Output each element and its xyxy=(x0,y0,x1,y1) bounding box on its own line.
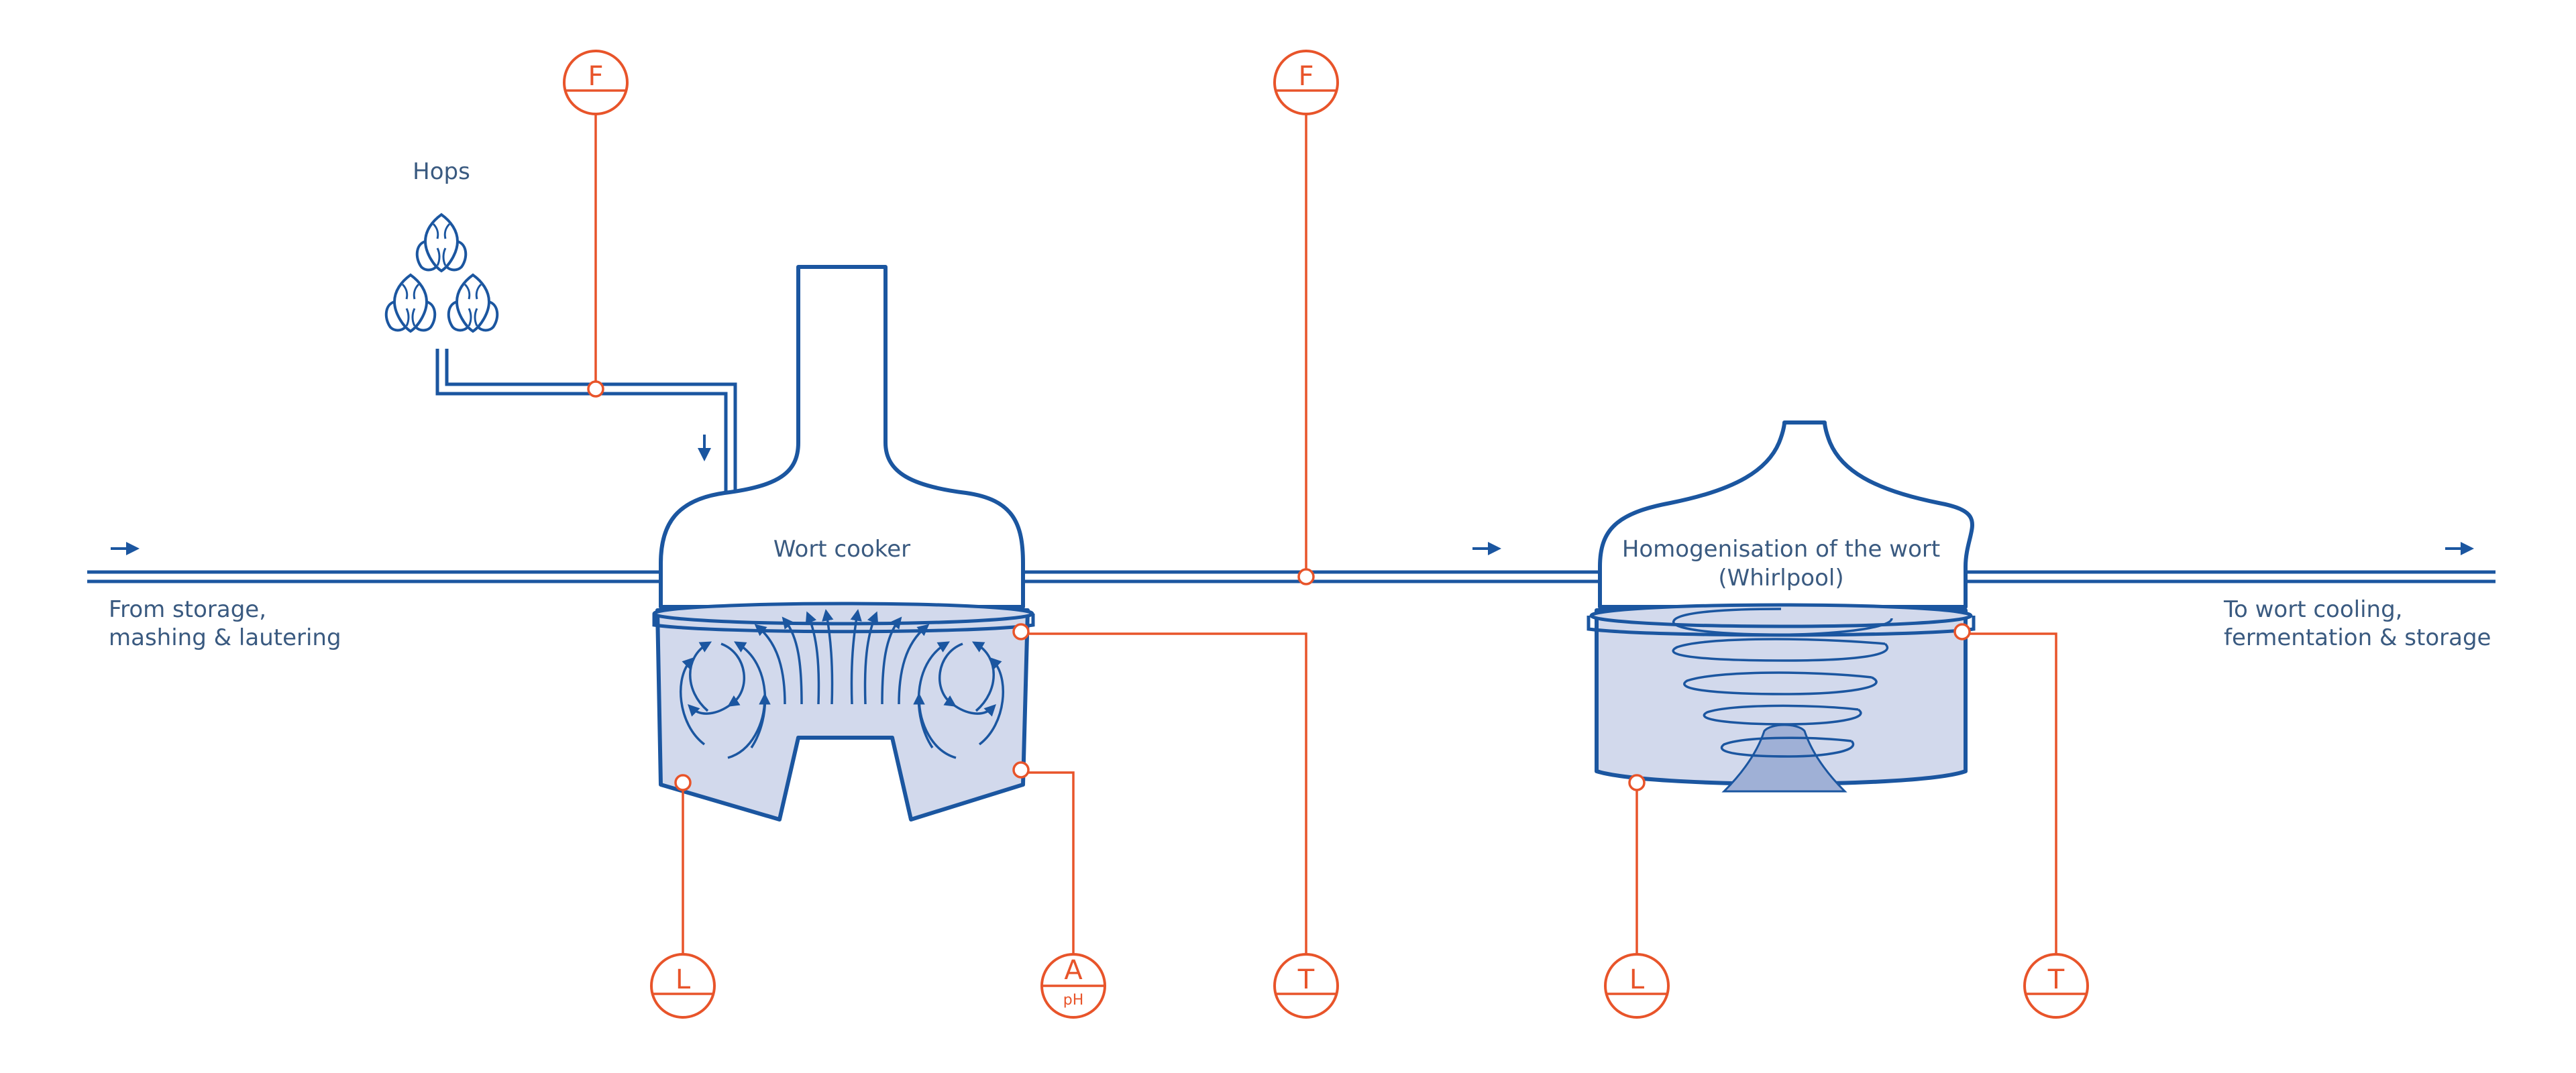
cooker-analysis-tap-point xyxy=(1012,761,1030,779)
instrument-letter: L xyxy=(676,964,691,995)
whirlpool-temperature-tap-point xyxy=(1953,623,1971,640)
instrument-analysis-cooker[interactable]: A pH xyxy=(1040,953,1106,1019)
outlet-label-line2: fermentation & storage xyxy=(2224,624,2491,651)
instrument-subscript: pH xyxy=(1063,992,1084,1009)
hops-label: Hops xyxy=(413,158,470,185)
instrument-flow-transfer[interactable]: F xyxy=(1273,50,1339,115)
hop-cone-icon xyxy=(415,213,468,273)
hop-flow-tap-point xyxy=(587,380,604,398)
wort-cooker-label: Wort cooker xyxy=(773,536,910,563)
inlet-label-line2: mashing & lautering xyxy=(109,624,341,651)
instrument-level-cooker[interactable]: L xyxy=(650,953,716,1019)
instrument-letter: F xyxy=(1298,61,1313,92)
inlet-label-line1: From storage, xyxy=(109,596,266,623)
instrument-level-whirlpool[interactable]: L xyxy=(1604,953,1670,1019)
hop-feed-pipe xyxy=(435,349,737,510)
instrument-temperature-cooker[interactable]: T xyxy=(1273,953,1339,1019)
transfer-flow-tap-point xyxy=(1297,568,1315,585)
boiling-circulation-arrows xyxy=(680,609,1004,759)
cooker-temperature-tap-point xyxy=(1012,623,1030,640)
cooker-level-tap-point xyxy=(674,774,692,791)
instrument-letter: T xyxy=(1297,964,1315,995)
outlet-label-line1: To wort cooling, xyxy=(2223,596,2402,623)
instrument-flow-hops[interactable]: F xyxy=(563,50,629,115)
instrument-temperature-whirlpool[interactable]: T xyxy=(2023,953,2089,1019)
instrument-signal-lines xyxy=(594,107,2057,954)
whirlpool-label-line1: Homogenisation of the wort xyxy=(1622,536,1940,563)
instrument-letter: A xyxy=(1064,955,1083,986)
wort-cooker-vessel xyxy=(652,265,1035,822)
whirlpool-vortex xyxy=(1672,608,1893,758)
main-pipeline xyxy=(87,570,2496,583)
whirlpool-label-line2: (Whirlpool) xyxy=(1718,565,1843,591)
whirlpool-level-tap-point xyxy=(1628,774,1646,791)
hop-cone-icon xyxy=(447,273,499,333)
instrument-letter: L xyxy=(1629,964,1645,995)
instrument-letter: F xyxy=(588,61,603,92)
instrument-letter: T xyxy=(2047,964,2065,995)
hop-cone-icon xyxy=(384,273,437,333)
